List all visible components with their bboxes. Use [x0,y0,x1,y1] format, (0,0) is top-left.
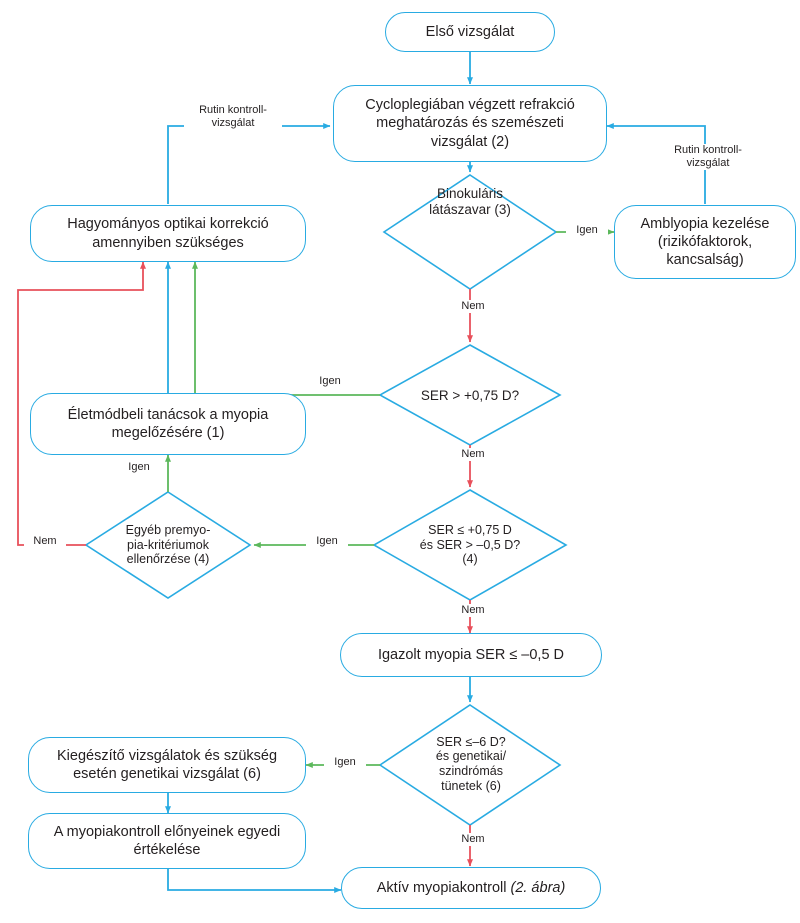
diamond-serrange [372,489,568,601]
node-confirmed-myopia-label: Igazolt myopia SER ≤ –0,5 D [377,646,565,663]
edge-label-ser6-no: Nem [452,833,494,847]
edge-optical-routine-to-cyclo [167,122,331,204]
node-cycloplegia-label: Cycloplegiában végzett refrakció meghatá… [365,97,575,150]
node-serrange-label: SER ≤ +0,75 D és SER > –0,5 D? (4) [419,522,521,567]
node-ser6-label: SER ≤–6 D? és genetikai/ szindrómás tüne… [435,734,507,793]
node-premyopia-decision[interactable]: Egyéb premyo- pia-kritériumok ellenőrzés… [100,518,236,572]
diamond-binocular [382,174,558,290]
edge-label-ser075-no: Nem [452,448,494,462]
edge-label-ser6-yes: Igen [324,756,366,770]
node-confirmed-myopia[interactable]: Igazolt myopia SER ≤ –0,5 D [340,633,602,677]
edge-label-binocular-yes: Igen [566,224,608,238]
diamond-premyopia [84,491,252,599]
node-optical-correction-label: Hagyományos optikai korrekció amennyiben… [67,216,269,251]
node-start-label: Első vizsgálat [425,23,515,40]
edge-label-routine-left: Rutin kontroll- vizsgálat [184,104,282,131]
edge-label-premyopia-no: Nem [24,535,66,549]
node-optical-correction[interactable]: Hagyományos optikai korrekció amennyiben… [30,205,306,262]
node-binocular-label: Binokuláris látászavar (3) [429,185,511,217]
edge-label-premyopia-yes: Igen [118,461,160,475]
node-premyopia-label: Egyéb premyo- pia-kritériumok ellenőrzés… [125,522,211,567]
diamond-ser6 [378,704,562,826]
active-control-figure-ref: (2. ábra) [510,879,566,896]
node-active-myopia-control-label: Aktív myopiakontroll (2. ábra) [342,879,600,897]
node-cycloplegia[interactable]: Cycloplegiában végzett refrakció meghatá… [333,85,607,162]
node-amblyopia[interactable]: Amblyopia kezelése (rizikófaktorok, kanc… [614,205,796,279]
active-control-text: Aktív myopiakontroll [376,879,511,896]
node-genetic-exam-label: Kiegészítő vizsgálatok és szükség esetén… [56,747,278,782]
node-genetic-exam[interactable]: Kiegészítő vizsgálatok és szükség esetén… [28,737,306,793]
edge-benefits-to-active [167,869,342,893]
node-active-myopia-control[interactable]: Aktív myopiakontroll (2. ábra) [341,867,601,909]
node-binocular-decision[interactable]: Binokuláris látászavar (3) [394,172,546,232]
edge-label-serrange-yes: Igen [306,535,348,549]
edge-label-binocular-no: Nem [452,300,494,314]
node-ser075-decision[interactable]: SER > +0,75 D? [390,383,550,409]
node-benefits-assessment-label: A myopiakontroll előnyeinek egyedi érték… [53,823,281,858]
edge-label-serrange-no: Nem [452,604,494,618]
edge-label-ser075-yes: Igen [309,375,351,389]
node-serrange-decision[interactable]: SER ≤ +0,75 D és SER > –0,5 D? (4) [392,518,548,572]
node-benefits-assessment[interactable]: A myopiakontroll előnyeinek egyedi érték… [28,813,306,869]
edge-label-routine-right: Rutin kontroll- vizsgálat [659,144,757,171]
diamond-ser075 [378,344,562,446]
node-start[interactable]: Első vizsgálat [385,12,555,52]
node-amblyopia-label: Amblyopia kezelése (rizikófaktorok, kanc… [640,215,770,269]
node-lifestyle-label: Életmódbeli tanácsok a myopia megelőzésé… [67,406,269,441]
node-ser075-label: SER > +0,75 D? [420,387,520,403]
node-lifestyle[interactable]: Életmódbeli tanácsok a myopia megelőzésé… [30,393,306,455]
node-ser6-decision[interactable]: SER ≤–6 D? és genetikai/ szindrómás tüne… [398,728,544,800]
edge-ser075-yes-to-optical [191,261,380,396]
